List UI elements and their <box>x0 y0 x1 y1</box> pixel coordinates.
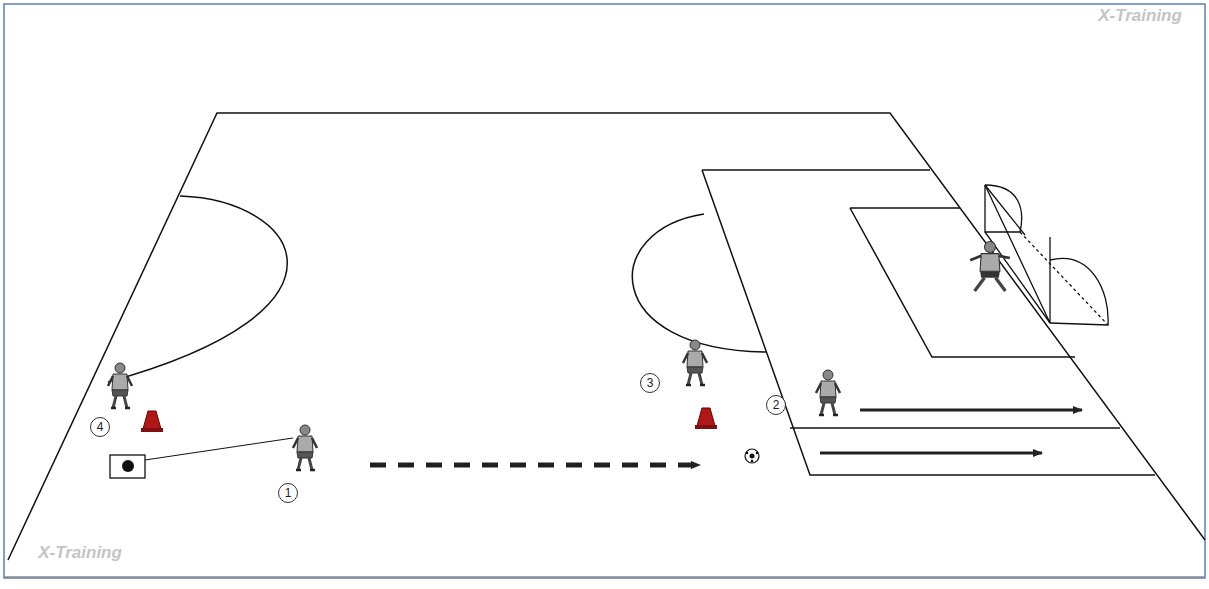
watermark: X-Training <box>1098 6 1182 26</box>
cone <box>141 411 163 432</box>
cone <box>695 408 717 429</box>
callout-number: 1 <box>278 483 298 503</box>
ball-supply-box <box>110 455 145 478</box>
ball <box>745 449 759 463</box>
penalty-arc <box>632 214 766 352</box>
player-4 <box>108 363 132 408</box>
watermark: X-Training <box>38 543 122 563</box>
leader-line <box>145 438 293 460</box>
frame <box>4 4 1205 578</box>
penalty-area <box>702 170 1155 475</box>
player-2 <box>816 370 840 415</box>
pass-arrow <box>370 463 700 468</box>
field-outline <box>8 113 1205 560</box>
centre-circle <box>108 196 287 382</box>
player-1 <box>293 425 317 470</box>
callout-number: 4 <box>90 417 110 437</box>
player-3 <box>683 340 707 385</box>
run-arrow <box>860 409 1082 412</box>
ball-supply-dot <box>122 460 134 472</box>
callout-number: 3 <box>640 373 660 393</box>
goal-area <box>850 208 1075 357</box>
goalkeeper <box>970 242 1010 292</box>
lane-line <box>790 427 1120 429</box>
bottom-rule <box>4 576 1205 578</box>
run-arrow <box>820 452 1042 455</box>
callout-number: 2 <box>766 395 786 415</box>
goal <box>985 185 1108 325</box>
